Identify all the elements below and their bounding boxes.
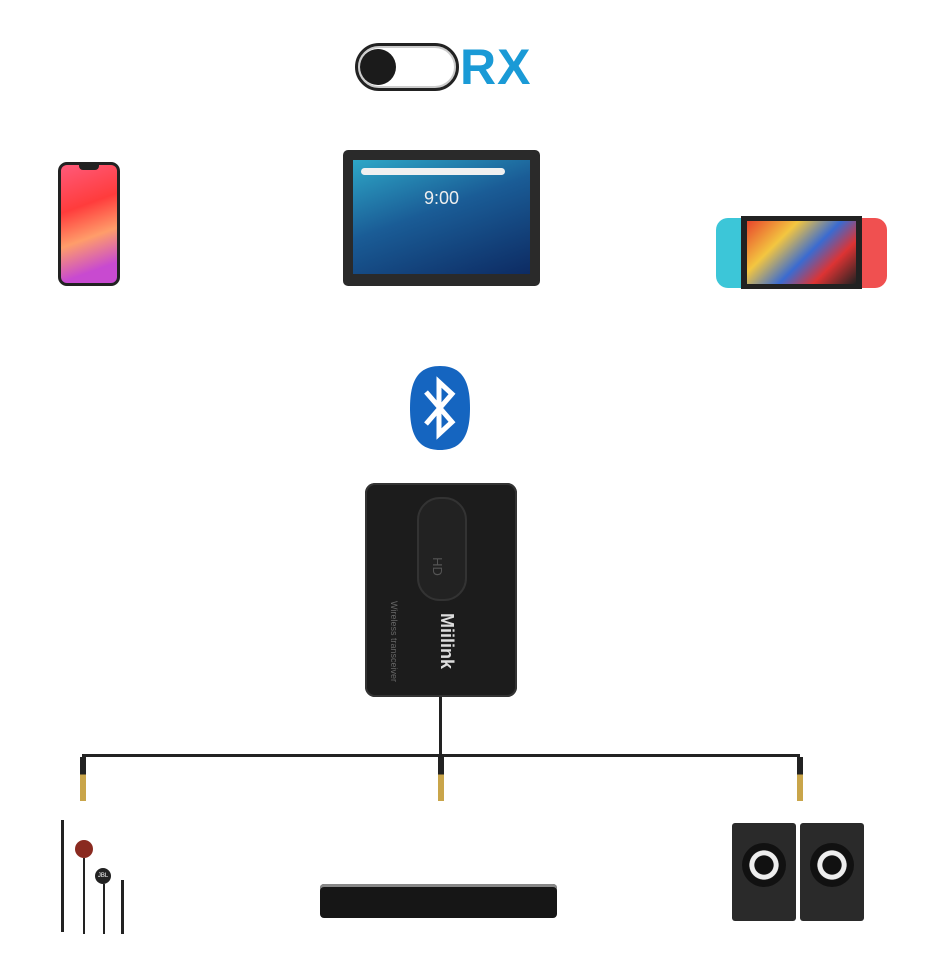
cable [439,697,442,757]
smartphone-image [58,162,120,286]
tablet-image: 9:00 [343,150,540,286]
earphones-image: JBL [55,820,130,936]
hd-label: HD [429,557,445,576]
tablet-time: 9:00 [423,188,460,208]
pair-button [417,497,467,601]
speaker-left-image [732,823,796,921]
soundbar-image [320,884,557,918]
product-subtitle: Wireless transceiver [389,601,399,683]
toggle-knob [360,49,396,85]
mode-toggle [355,43,459,91]
bluetooth-icon [410,366,470,450]
speaker-right-image [800,823,864,921]
aux-jack [438,757,444,801]
aux-jack [797,757,803,801]
aux-jack [80,757,86,801]
bluetooth-transceiver-image: HD Miilink Wireless transceiver [365,483,517,697]
earphone-brand: JBL [95,868,111,884]
cable-split [82,754,800,757]
mode-label: RX [460,39,532,95]
brand-label: Miilink [437,613,457,670]
game-console-image [716,216,887,289]
